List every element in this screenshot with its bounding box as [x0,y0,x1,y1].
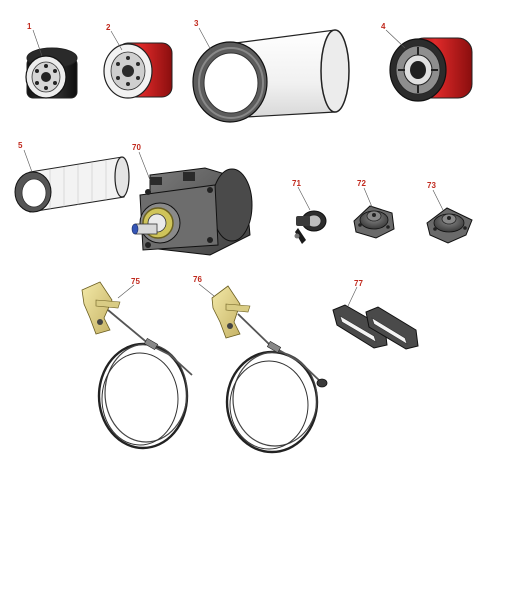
callout-76: 76 [193,275,202,284]
oil-filter-black [25,47,78,99]
callout-2: 2 [106,23,111,32]
isolator-mount-b [426,207,473,244]
callout-75: 75 [131,277,140,286]
callout-72: 72 [357,179,366,188]
callout-4: 4 [381,22,386,31]
air-filter-primary [192,29,350,123]
oil-filter-red [103,42,173,99]
callout-1: 1 [27,22,32,31]
callout-3: 3 [194,19,199,28]
wear-pads [332,304,419,350]
callout-labels: 1 2 3 4 5 70 71 72 73 75 76 77 [18,19,436,288]
callout-71: 71 [292,179,301,188]
leader-lines [23,27,444,307]
isolator-mount-a [353,205,395,239]
ignition-switch [294,210,327,244]
callout-73: 73 [427,181,436,190]
hydraulic-filter-red [389,37,473,102]
wheel-motor [131,167,253,256]
callout-5: 5 [18,141,23,150]
air-filter-secondary [14,156,130,213]
callout-70: 70 [132,143,141,152]
throttle-control-cable-a [81,281,193,450]
throttle-control-cable-b [211,285,328,454]
callout-77: 77 [354,279,363,288]
